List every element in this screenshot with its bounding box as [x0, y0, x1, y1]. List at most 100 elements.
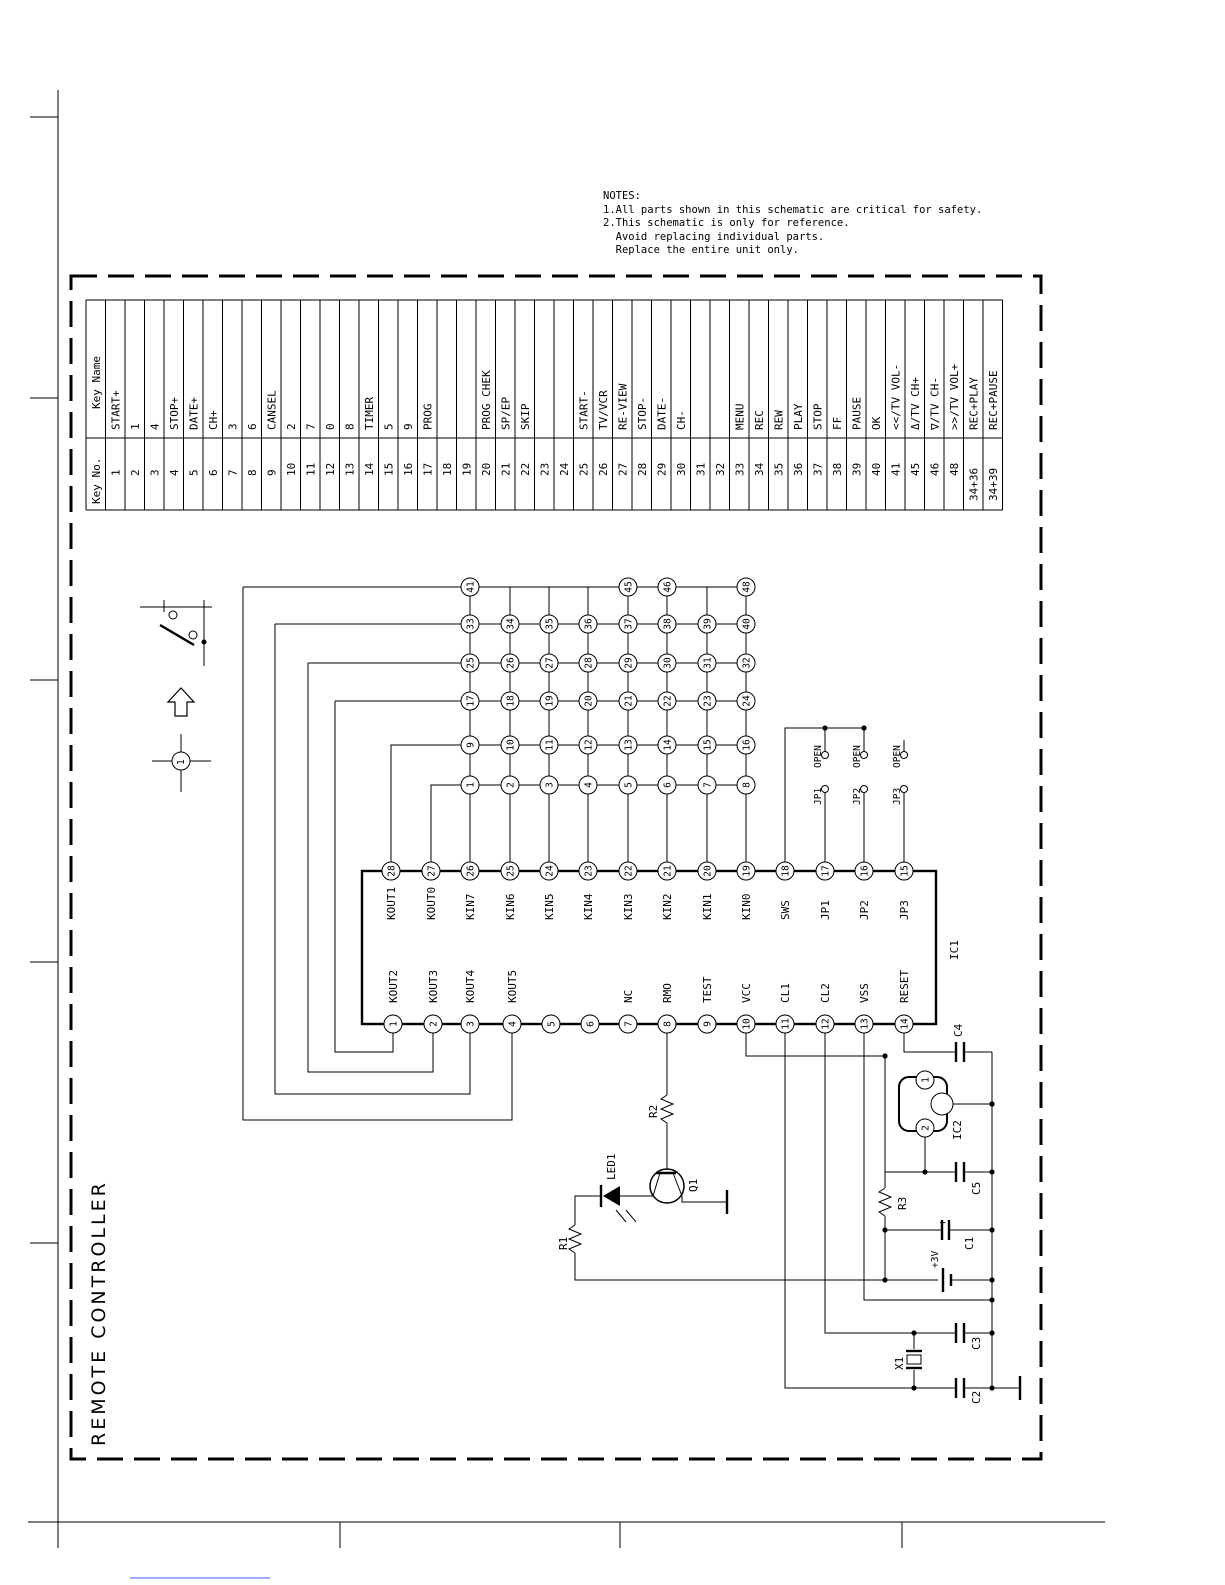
c4-label: C4 — [952, 1023, 965, 1037]
r2-label: R2 — [647, 1105, 660, 1118]
key-16 — [736, 735, 756, 755]
wire — [784, 727, 864, 862]
key-name: TV/VCR — [597, 390, 610, 430]
ic1-pin-13-label: 13 — [860, 1018, 871, 1029]
ic1-pin-3 — [460, 1014, 480, 1034]
jumper-open-label: OPEN — [892, 745, 903, 768]
key-40-label: 40 — [742, 618, 753, 630]
ic1-body — [360, 869, 938, 1026]
key-22 — [657, 691, 677, 711]
battery-label: +3V — [930, 1251, 941, 1268]
jumper-open-label: OPEN — [813, 745, 824, 768]
key-12-label: 12 — [584, 739, 595, 750]
key-number: 29 — [656, 463, 669, 476]
key-number: 3 — [149, 469, 162, 476]
jumper-ref: JP3 — [892, 788, 903, 805]
ic1-pin-23 — [578, 861, 598, 881]
key-17 — [460, 691, 480, 711]
ic1-pin-25 — [500, 861, 520, 881]
key-13 — [618, 735, 638, 755]
junction-dot — [989, 1277, 995, 1283]
key-name: <</TV VOL- — [890, 364, 903, 430]
ic1-pin-15-label: 15 — [900, 865, 911, 876]
key-name: 3 — [227, 423, 240, 430]
ic2-pin-1-label: 1 — [921, 1077, 932, 1083]
key-number: 34 — [753, 462, 766, 476]
ic1-pin-name: JP3 — [898, 900, 911, 920]
ic1-pin-8-label: 8 — [663, 1021, 674, 1027]
key-name: 7 — [305, 423, 318, 430]
key-31-label: 31 — [703, 657, 714, 669]
key-name: REW — [773, 410, 786, 430]
key-1 — [460, 775, 480, 795]
ic1-pin-28-label: 28 — [387, 865, 398, 877]
key-13-label: 13 — [624, 739, 635, 750]
key-5-label: 5 — [624, 782, 635, 788]
ic1-pin-23-label: 23 — [584, 865, 595, 876]
key-39-label: 39 — [703, 618, 714, 630]
key-16-label: 16 — [742, 739, 753, 751]
key-name: PAUSE — [851, 397, 864, 430]
junction-dot — [882, 1053, 888, 1059]
ic1-pin-10-label: 10 — [742, 1018, 753, 1030]
c3-label: C3 — [970, 1337, 983, 1350]
r3-resistor — [877, 1187, 893, 1217]
q1-emitter — [652, 1172, 661, 1197]
key-name: Δ/TV CH+ — [909, 377, 922, 430]
r2-resistor — [659, 1094, 675, 1124]
key-6-label: 6 — [663, 782, 674, 788]
ic1-pin-name: RESET — [898, 970, 911, 1003]
ic1-pin-5 — [541, 1014, 561, 1034]
note-2: 2.This schematic is only for reference. — [603, 217, 850, 229]
note-1: 1.All parts shown in this schematic are … — [603, 203, 983, 216]
key-number: 19 — [461, 463, 474, 476]
wire — [334, 701, 394, 1053]
jumper-contact — [900, 751, 908, 759]
key-28-label: 28 — [584, 657, 595, 669]
key-19-label: 19 — [545, 695, 556, 707]
ic1-pin-27 — [421, 861, 441, 881]
ic1-pin-2-label: 2 — [429, 1021, 440, 1027]
key-30-label: 30 — [663, 657, 674, 669]
key-15 — [697, 735, 717, 755]
wire — [574, 1253, 938, 1281]
junction-dot — [989, 1227, 995, 1233]
key-8 — [736, 775, 756, 795]
key-name: ∇/TV CH- — [929, 377, 942, 431]
key-number: 9 — [266, 469, 279, 476]
key-18 — [500, 691, 520, 711]
key-number: 10 — [285, 463, 298, 476]
key-number: 12 — [324, 463, 337, 476]
key-40 — [736, 614, 756, 634]
led1-emit-arrow — [615, 1209, 627, 1223]
key-33 — [460, 614, 480, 634]
key-number: 21 — [500, 463, 513, 476]
key-name: SP/EP — [500, 397, 513, 430]
key-9-label: 9 — [466, 742, 477, 748]
key-48 — [736, 577, 756, 597]
key-number: 18 — [441, 463, 454, 476]
key-name: 9 — [402, 423, 415, 430]
key-name: REC+PAUSE — [987, 370, 1000, 430]
key-name: OK — [870, 416, 883, 430]
key-name: STOP- — [636, 397, 649, 430]
key-name: PROG CHEK — [480, 370, 493, 430]
led1-label: LED1 — [605, 1154, 618, 1181]
key-21-label: 21 — [624, 695, 635, 707]
key-12 — [578, 735, 598, 755]
key-name: 2 — [285, 423, 298, 430]
key-number: 23 — [539, 463, 552, 476]
key-8-label: 8 — [742, 782, 753, 788]
ic1-pin-name: KOUT0 — [425, 887, 438, 920]
key-name: TIMER — [363, 397, 376, 430]
ic1-pin-name: TEST — [701, 976, 714, 1003]
q1-collector — [672, 1172, 683, 1197]
key-22-label: 22 — [663, 695, 674, 706]
key-name: 0 — [324, 423, 337, 430]
ic1-pin-name: KOUT2 — [387, 970, 400, 1003]
key-32 — [736, 653, 756, 673]
key-number: 6 — [207, 469, 220, 476]
